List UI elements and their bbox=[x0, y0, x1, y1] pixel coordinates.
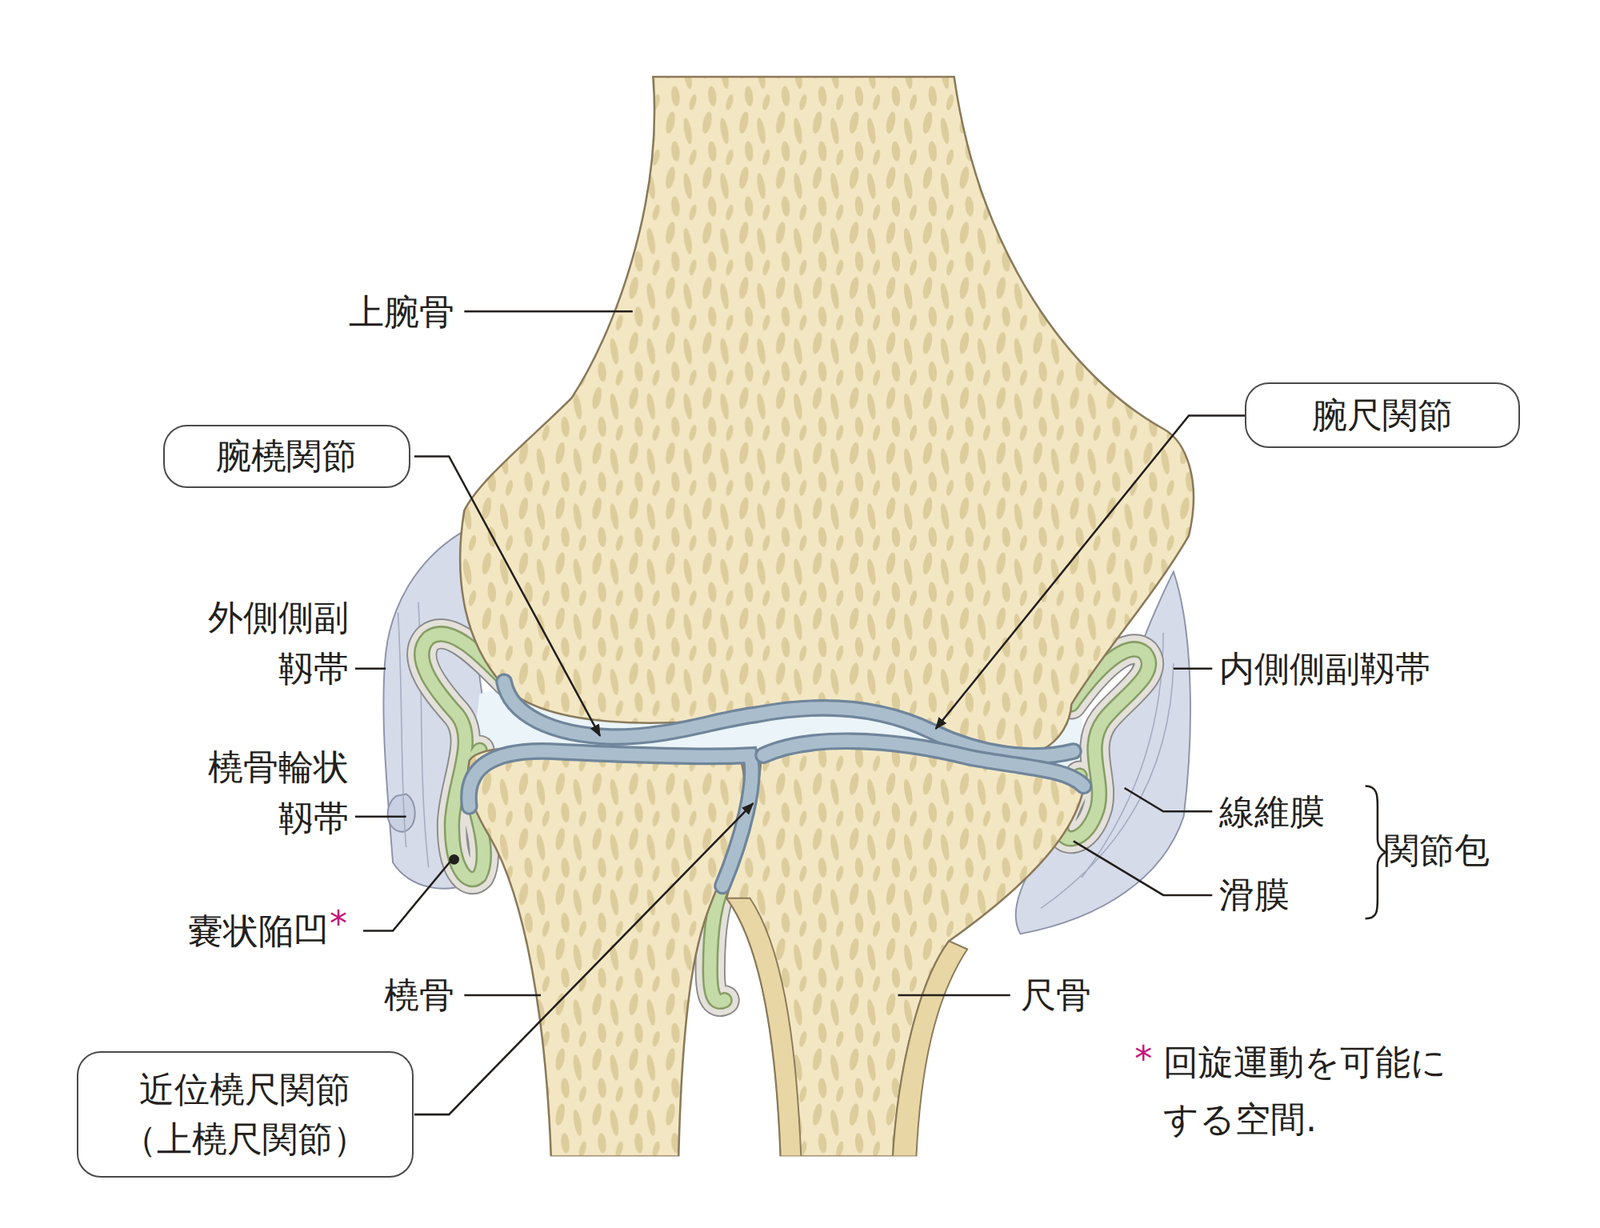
joint-label-box: 腕尺関節 bbox=[1244, 382, 1520, 448]
joint-label-box: 近位橈尺関節（上橈尺関節） bbox=[76, 1051, 414, 1178]
asterisk-mark: * bbox=[1134, 1036, 1152, 1081]
part-label: 線維膜 bbox=[1219, 789, 1325, 834]
joint-name: 腕尺関節 bbox=[1312, 390, 1453, 440]
ligament-label: 外側側副靱帯 bbox=[206, 592, 349, 695]
joint-name: 近位橈尺関節 bbox=[139, 1064, 351, 1115]
bone-label: 橈骨 bbox=[384, 972, 455, 1017]
part-label: 嚢状陥凹 bbox=[188, 908, 329, 953]
ligament-label: 橈骨輪状靱帯 bbox=[206, 741, 349, 844]
joint-name: （上橈尺関節） bbox=[121, 1114, 368, 1164]
part-label: 滑膜 bbox=[1219, 872, 1290, 917]
joint-label-box: 腕橈関節 bbox=[163, 424, 411, 488]
bone-label: 上腕骨 bbox=[348, 289, 455, 334]
ligament-label: 内側側副靱帯 bbox=[1219, 646, 1431, 691]
note-text: 回旋運動を可能にする空間. bbox=[1163, 1034, 1448, 1148]
group-label: 関節包 bbox=[1384, 828, 1490, 872]
bone-label: 尺骨 bbox=[1020, 972, 1092, 1017]
asterisk-mark: * bbox=[329, 901, 348, 946]
joint-name: 腕橈関節 bbox=[216, 431, 357, 481]
